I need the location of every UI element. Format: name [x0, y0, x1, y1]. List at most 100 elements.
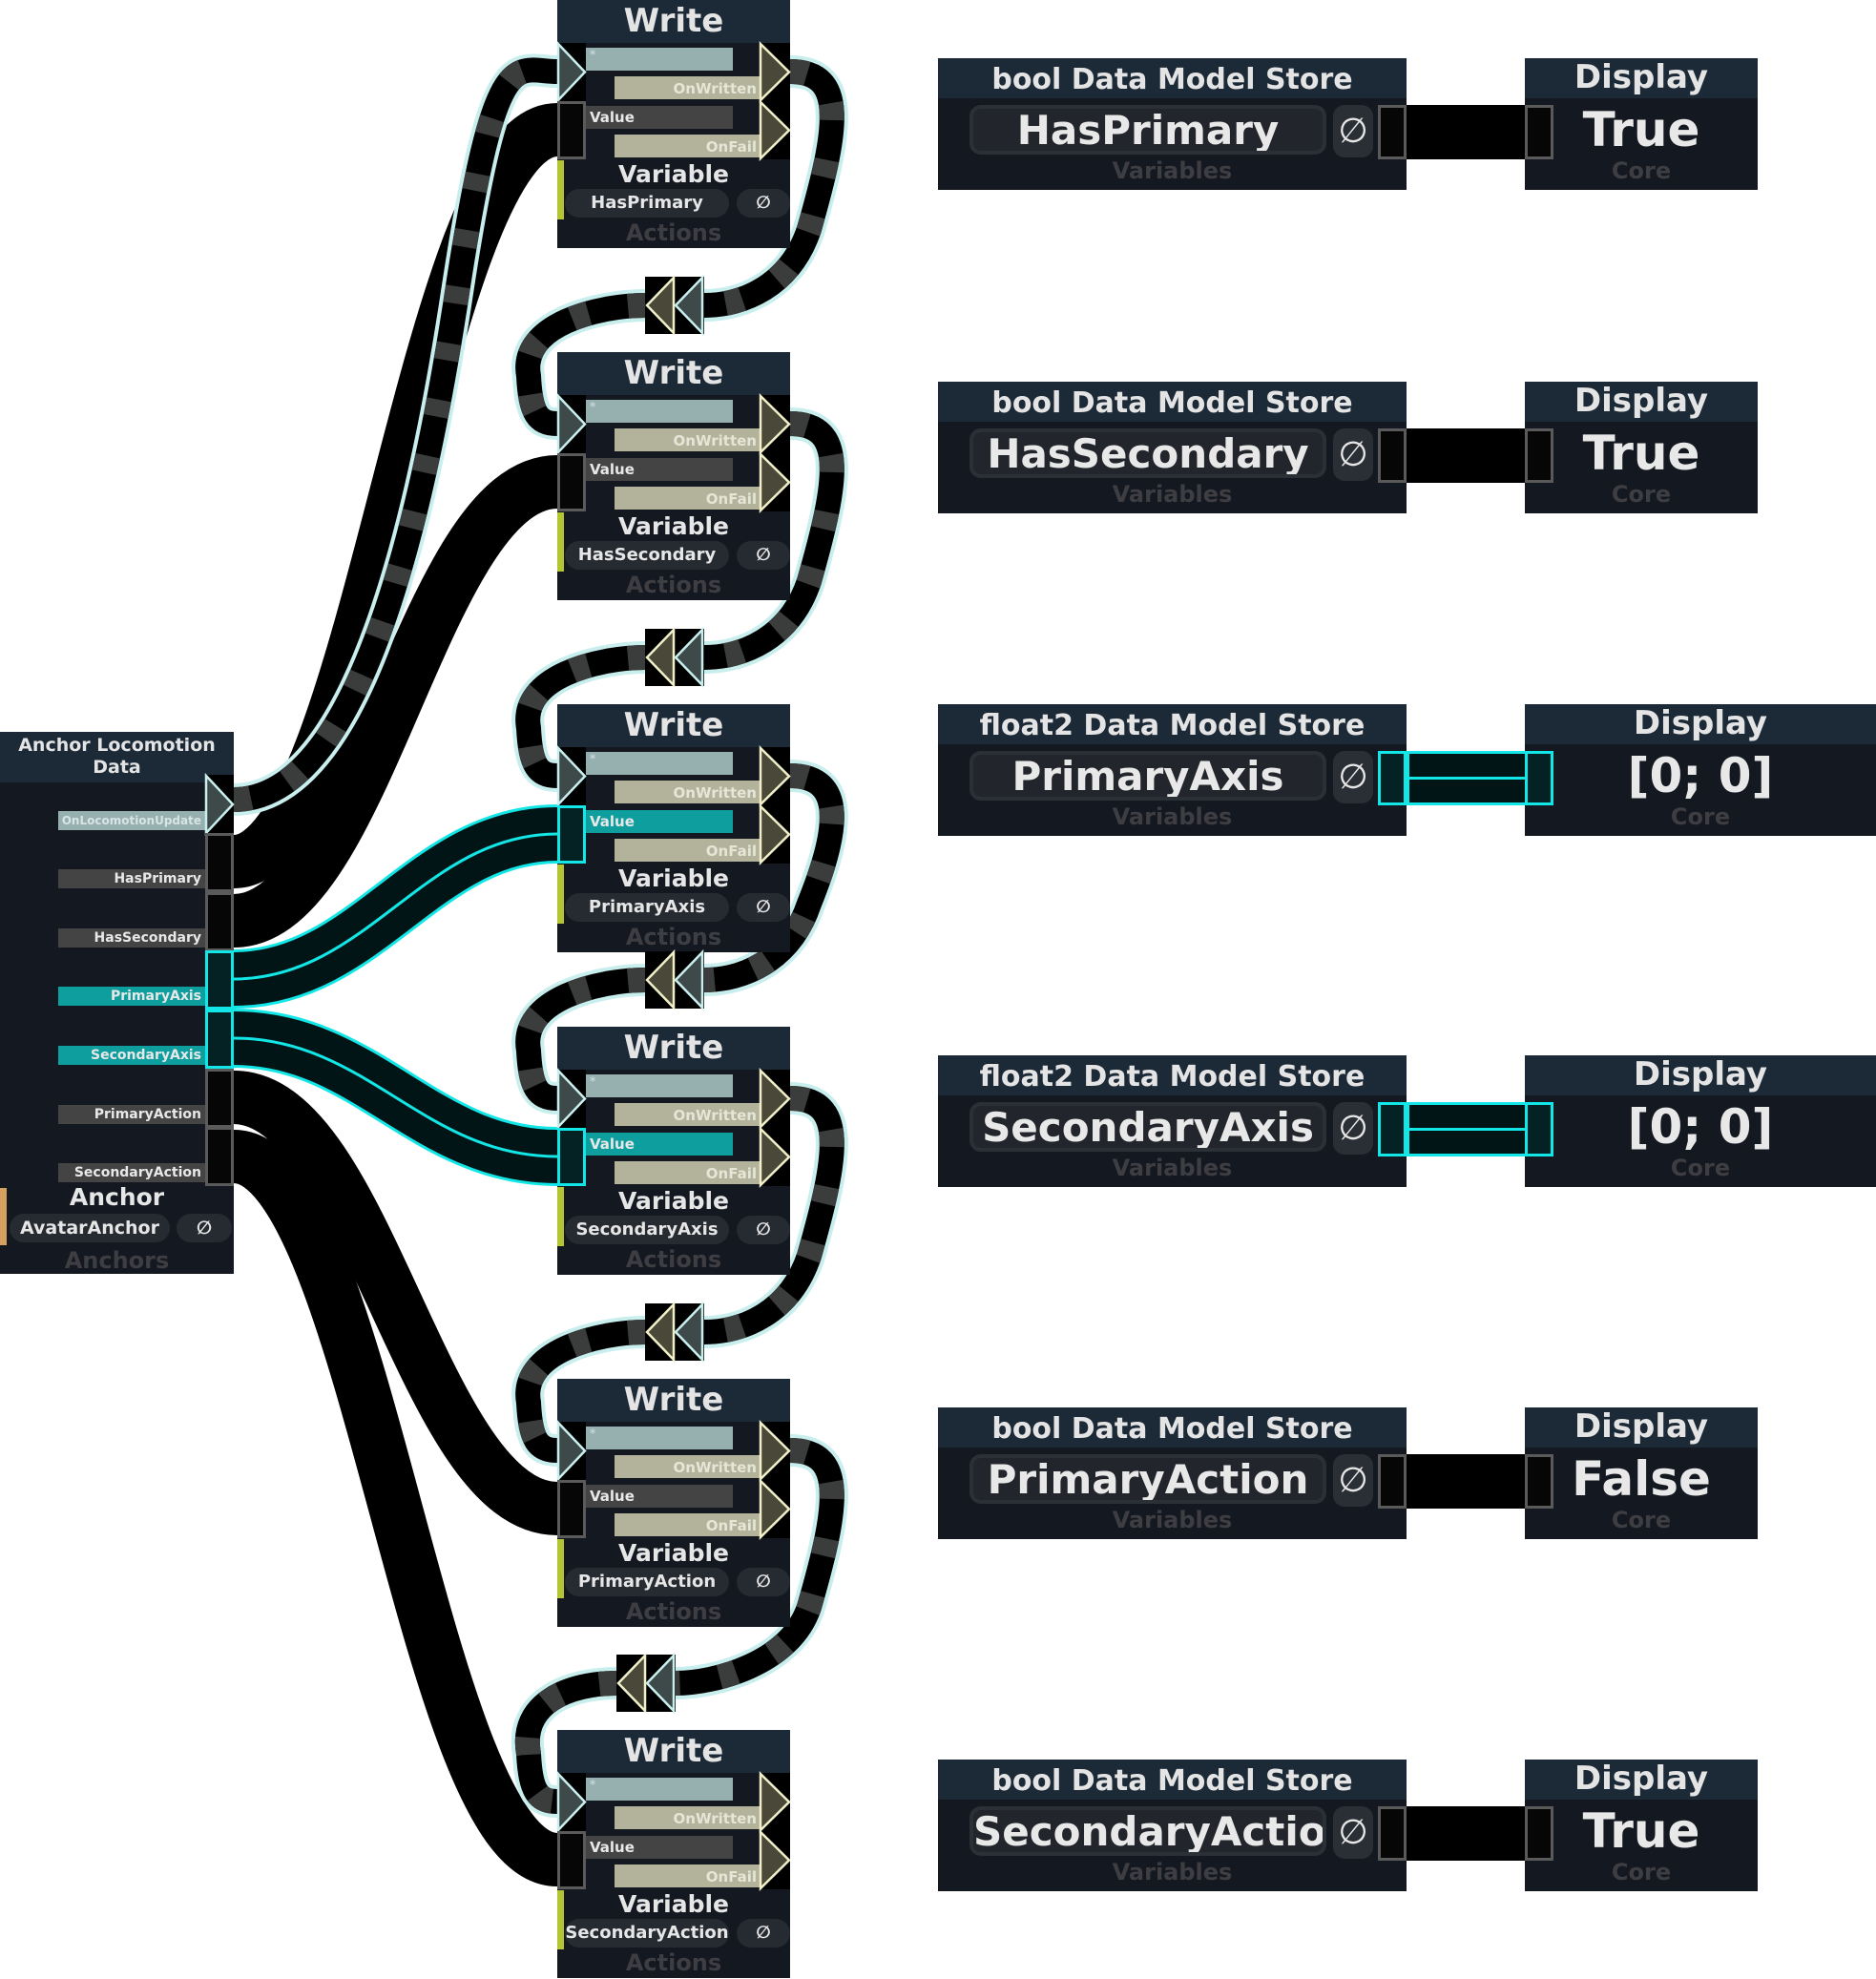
impulse-output-arrow-icon[interactable]: [759, 1068, 791, 1130]
impulse-output-arrow-icon[interactable]: [759, 803, 791, 865]
value-output-port[interactable]: [1378, 428, 1407, 483]
anchor-locomotion-data-node[interactable]: Anchor Locomotion Data Anchor AvatarAnch…: [0, 732, 235, 1274]
store-name-field[interactable]: SecondaryAxis: [969, 1102, 1326, 1152]
value-input-port[interactable]: [557, 1128, 586, 1186]
impulse-relay-node[interactable]: [645, 626, 704, 689]
impulse-input-arrow-icon[interactable]: [556, 744, 587, 808]
value-output-port[interactable]: [205, 950, 234, 1010]
impulse-output-arrow-icon[interactable]: [759, 393, 791, 455]
value-input-port[interactable]: [1525, 428, 1553, 483]
relay-output-arrow-icon[interactable]: [645, 1301, 676, 1364]
value-output-port[interactable]: [1378, 1102, 1407, 1156]
impulse-output-arrow-icon[interactable]: [759, 41, 791, 103]
value-input-port[interactable]: [557, 1831, 586, 1889]
relay-output-arrow-icon[interactable]: [645, 626, 676, 689]
null-button[interactable]: ∅: [1333, 428, 1373, 481]
relay-output-arrow-icon[interactable]: [645, 274, 676, 337]
value-input-port[interactable]: [1525, 1454, 1553, 1509]
null-button[interactable]: ∅: [1333, 1102, 1373, 1155]
impulse-output-arrow-icon[interactable]: [759, 1420, 791, 1482]
store-name-field[interactable]: SecondaryAction: [969, 1806, 1326, 1856]
null-button[interactable]: ∅: [737, 189, 790, 218]
impulse-output-arrow-icon[interactable]: [759, 1126, 791, 1188]
impulse-output-arrow-icon[interactable]: [759, 1478, 791, 1540]
relay-input-arrow-icon[interactable]: [674, 626, 704, 689]
value-input-port[interactable]: [1525, 1806, 1553, 1861]
relay-input-arrow-icon[interactable]: [645, 1652, 676, 1715]
value-output-port[interactable]: [205, 1010, 234, 1069]
store-name-field[interactable]: PrimaryAction: [969, 1454, 1326, 1504]
variable-reference-field[interactable]: SecondaryAction: [565, 1919, 729, 1948]
null-button[interactable]: ∅: [737, 541, 790, 570]
impulse-input-arrow-icon[interactable]: [556, 392, 587, 456]
value-input-port[interactable]: [557, 1480, 586, 1538]
relay-input-arrow-icon[interactable]: [674, 1301, 704, 1364]
null-button[interactable]: ∅: [737, 893, 790, 922]
impulse-arrow-icon[interactable]: [204, 772, 235, 837]
null-button[interactable]: ∅: [737, 1919, 790, 1948]
store-name-field[interactable]: PrimaryAxis: [969, 751, 1326, 801]
null-button[interactable]: ∅: [1333, 105, 1373, 157]
store-name-field[interactable]: HasPrimary: [969, 105, 1326, 155]
impulse-input-arrow-icon[interactable]: [556, 1419, 587, 1483]
display-node[interactable]: Display[0; 0]Core: [1525, 704, 1876, 836]
null-button[interactable]: ∅: [1333, 1806, 1373, 1859]
impulse-input-arrow-icon[interactable]: [556, 1770, 587, 1834]
value-input-port[interactable]: [557, 805, 586, 864]
relay-output-arrow-icon[interactable]: [616, 1652, 647, 1715]
impulse-output-arrow-icon[interactable]: [759, 1829, 791, 1891]
impulse-relay-node[interactable]: [645, 1301, 704, 1364]
variable-reference-field[interactable]: HasPrimary: [565, 189, 729, 218]
display-node[interactable]: Display[0; 0]Core: [1525, 1055, 1876, 1187]
variable-reference-field[interactable]: SecondaryAxis: [565, 1216, 729, 1244]
impulse-output-arrow-icon[interactable]: [759, 745, 791, 807]
relay-input-arrow-icon[interactable]: [674, 948, 704, 1011]
value-input-port[interactable]: [1525, 105, 1553, 159]
store-name-field[interactable]: HasSecondary: [969, 428, 1326, 478]
impulse-output-arrow-icon[interactable]: [759, 1771, 791, 1833]
null-button[interactable]: ∅: [1333, 751, 1373, 803]
value-input-port[interactable]: [557, 453, 586, 511]
impulse-input-arrow-icon[interactable]: [556, 1067, 587, 1131]
value-output-port[interactable]: [1378, 1454, 1407, 1509]
impulse-relay-node[interactable]: [645, 948, 704, 1011]
relay-input-arrow-icon[interactable]: [674, 274, 704, 337]
null-button[interactable]: ∅: [177, 1214, 232, 1242]
null-button[interactable]: ∅: [737, 1568, 790, 1596]
variable-reference-field[interactable]: PrimaryAxis: [565, 893, 729, 922]
impulse-output-arrow-icon[interactable]: [759, 451, 791, 513]
impulse-output-arrow-icon[interactable]: [759, 99, 791, 161]
value-input-port[interactable]: [1525, 1102, 1553, 1156]
impulse-input-arrow-icon[interactable]: [556, 40, 587, 104]
value-output-port[interactable]: [1378, 751, 1407, 805]
variable-reference-field[interactable]: PrimaryAction: [565, 1568, 729, 1596]
value-output-port[interactable]: [1378, 105, 1407, 159]
impulse-relay-node[interactable]: [616, 1652, 676, 1715]
value-output-port[interactable]: [1378, 1806, 1407, 1861]
value-output-port[interactable]: [205, 892, 234, 951]
anchor-reference-field[interactable]: AvatarAnchor: [10, 1214, 170, 1242]
impulse-relay-node[interactable]: [645, 274, 704, 337]
variable-reference-field[interactable]: HasSecondary: [565, 541, 729, 570]
value-output-port[interactable]: [205, 1069, 234, 1128]
relay-output-arrow-icon[interactable]: [645, 948, 676, 1011]
value-output-port[interactable]: [205, 1127, 234, 1186]
value-input-port[interactable]: [557, 101, 586, 159]
value-input-port[interactable]: [1525, 751, 1553, 805]
